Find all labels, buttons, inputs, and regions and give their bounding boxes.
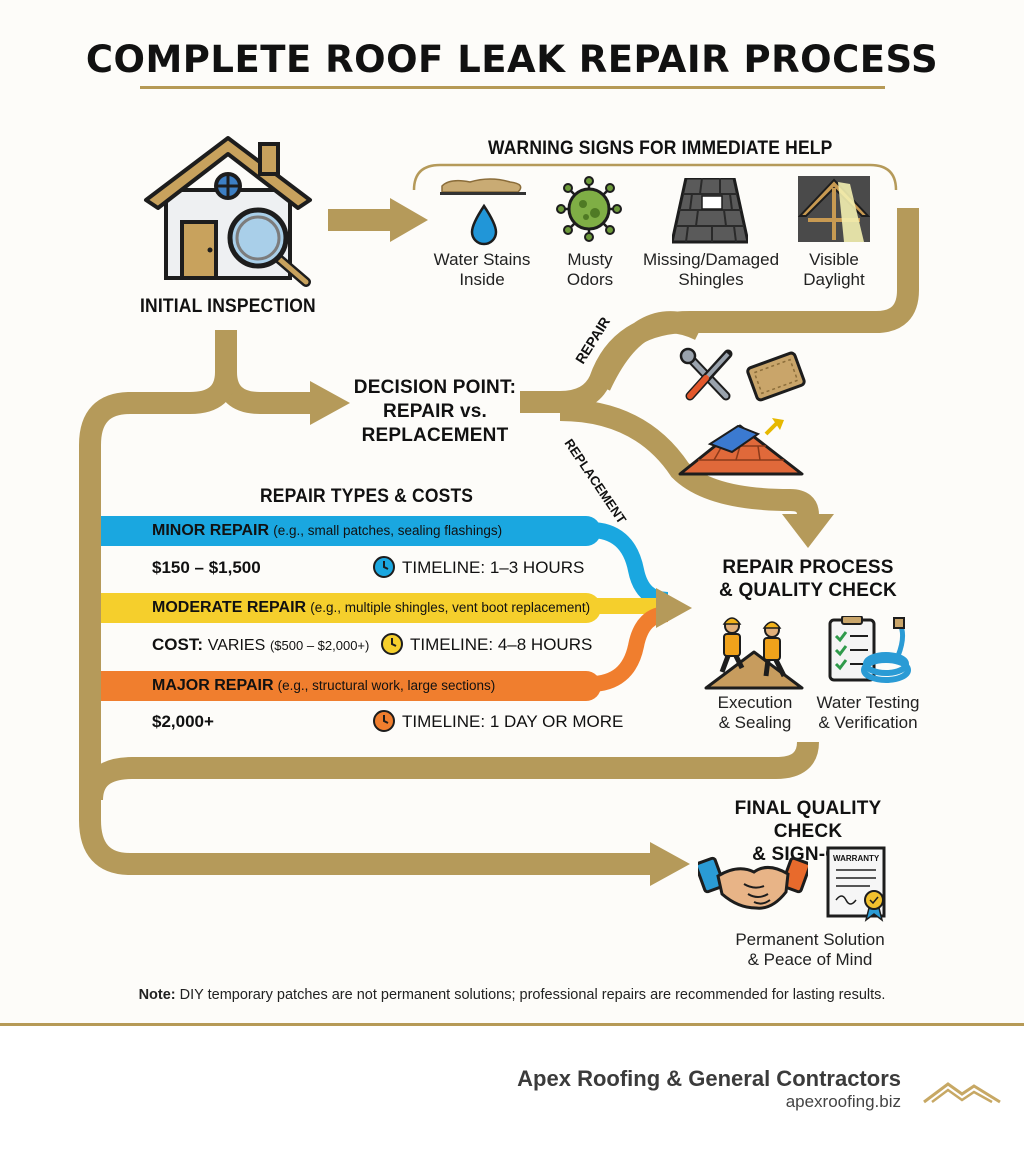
decision-point: DECISION POINT: REPAIR vs. REPLACEMENT [353, 377, 517, 446]
checklist-hose-icon [828, 616, 911, 683]
house-inspection-icon [144, 136, 312, 287]
company-logo-icon [923, 1082, 1001, 1104]
company-website[interactable]: apexroofing.biz [785, 1092, 901, 1111]
major-repair-timeline: TIMELINE: 1 DAY OR MORE [402, 712, 624, 731]
clock-icon [373, 556, 395, 578]
minor-repair-cost: $150 – $1,500 [152, 558, 261, 577]
damaged-shingles-icon [672, 178, 748, 244]
mold-spore-icon [556, 176, 622, 242]
warranty-label: WARRANTY [833, 854, 880, 863]
warranty-certificate-icon [826, 846, 886, 922]
water-stain-icon [440, 178, 526, 246]
footer [0, 1026, 1024, 1154]
repair-tools-icon [679, 347, 806, 402]
roof-replacement-icon [678, 418, 804, 476]
disclaimer-note: Note: DIY temporary patches are not perm… [138, 987, 886, 1003]
footer-divider [0, 1023, 1024, 1026]
attic-daylight-icon [798, 176, 870, 242]
minor-repair-label: MINOR REPAIR (e.g., small patches, seali… [152, 522, 503, 539]
company-name: Apex Roofing & General Contractors [517, 1066, 901, 1091]
moderate-repair-timeline: TIMELINE: 4–8 HOURS [410, 635, 593, 654]
warning-sign-musty-odors: Musty Odors [566, 250, 614, 289]
initial-inspection-label: INITIAL INSPECTION [140, 296, 316, 317]
roofers-working-icon [704, 617, 804, 690]
warning-sign-water-stains: Water Stains Inside [433, 250, 531, 289]
warning-sign-damaged-shingles: Missing/Damaged Shingles [642, 250, 780, 289]
warning-signs-heading: WARNING SIGNS FOR IMMEDIATE HELP [488, 138, 833, 159]
clock-icon [373, 710, 395, 732]
repair-types-heading: REPAIR TYPES & COSTS [260, 486, 474, 507]
repair-process-heading: REPAIR PROCESS & QUALITY CHECK [719, 557, 897, 601]
minor-repair-timeline: TIMELINE: 1–3 HOURS [402, 558, 585, 577]
moderate-repair-label: MODERATE REPAIR (e.g., multiple shingles… [152, 599, 591, 616]
title-divider [140, 86, 885, 89]
page-title: COMPLETE ROOF LEAK REPAIR PROCESS [85, 38, 939, 81]
moderate-repair-band [101, 593, 601, 623]
clock-icon [381, 633, 403, 655]
moderate-repair-cost: COST: VARIES ($500 – $2,000+) [152, 635, 370, 654]
minor-repair-band [101, 516, 601, 546]
final-result: Permanent Solution & Peace of Mind [735, 930, 885, 969]
step-execution-sealing: Execution & Sealing [717, 693, 793, 732]
step-water-testing: Water Testing & Verification [816, 693, 920, 732]
warning-sign-visible-daylight: Visible Daylight [803, 250, 865, 289]
major-repair-cost: $2,000+ [152, 712, 214, 731]
handshake-icon [698, 856, 808, 910]
major-repair-band [101, 671, 601, 701]
major-repair-label: MAJOR REPAIR (e.g., structural work, lar… [152, 677, 496, 694]
